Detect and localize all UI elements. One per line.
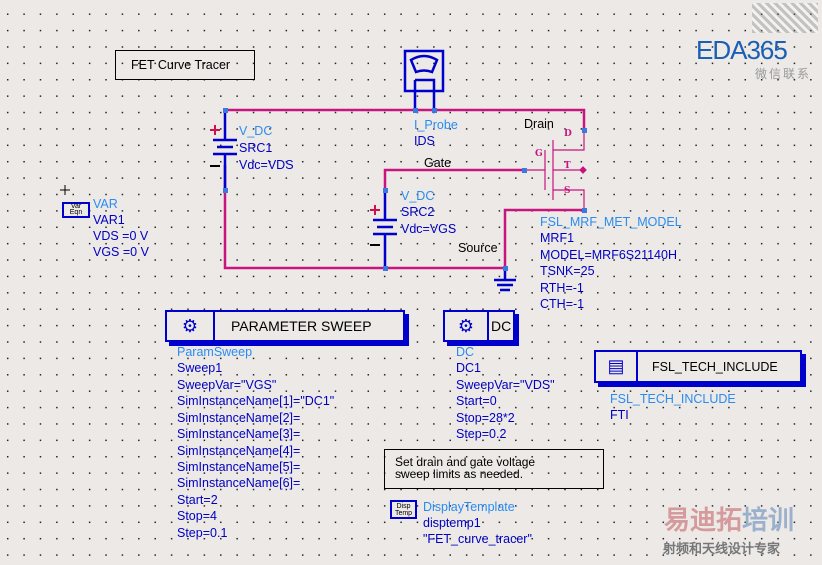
fet-param: CTH=-1	[540, 297, 585, 311]
net-drain-label: Drain	[524, 117, 554, 131]
fet-pin-s: S	[564, 186, 571, 196]
fet-name: MRF1	[540, 231, 575, 245]
param-line: Stop=28*2	[456, 410, 515, 425]
wire-gate	[383, 168, 524, 190]
display-template-value: "FET_curve_tracer"	[423, 532, 532, 546]
param-line: SimInstanceName[3]=	[177, 427, 301, 442]
src1-type: V_DC	[239, 124, 273, 138]
param-line: Stop=4	[177, 509, 217, 524]
param-line: SimInstanceName[4]=	[177, 443, 301, 458]
src2-param: Vdc=VGS	[401, 222, 457, 236]
param-line: Step=0.2	[456, 427, 507, 442]
wire-drain	[225, 108, 586, 130]
fet-pin-t: T	[564, 161, 571, 171]
var-type: VAR	[93, 197, 118, 211]
var-name: VAR1	[93, 213, 125, 227]
simulation-icon: ⚙	[445, 312, 489, 340]
net-source-label: Source	[458, 241, 498, 255]
param-sweep-name: Sweep1	[177, 361, 223, 375]
fet-param: MODEL=MRF6S21140H	[540, 248, 677, 262]
logo-text: EDA365	[696, 35, 788, 65]
fet-param: RTH=-1	[540, 281, 584, 295]
note-line: sweep limits as needed.	[395, 467, 524, 481]
dc-header: DC	[491, 318, 512, 334]
eda365-logo: EDA365	[696, 35, 788, 65]
param-line: Start=0	[456, 394, 497, 409]
param-line: Start=2	[177, 492, 218, 507]
param-sweep-header: PARAMETER SWEEP	[231, 318, 372, 334]
dc-type: DC	[456, 345, 475, 359]
note-line: Set drain and gate voltage	[395, 455, 536, 469]
note-box[interactable]: Set drain and gate voltage sweep limits …	[384, 449, 604, 489]
display-template-icon-text: Temp	[394, 510, 413, 517]
qr-code	[752, 3, 818, 33]
src2-type: V_DC	[401, 189, 435, 203]
include-file-icon: ▤	[596, 352, 638, 381]
tech-include-block[interactable]: ▤ FSL_TECH_INCLUDE	[594, 350, 802, 383]
param-line: SimInstanceName[6]=	[177, 476, 301, 491]
fet-type: FSL_MRF_MET_MODEL	[540, 215, 682, 229]
fet-symbol	[524, 130, 587, 210]
brand-watermark: 易迪拓培训	[664, 505, 794, 535]
fet-param: TSNK=25	[540, 264, 595, 278]
dc-name: DC1	[456, 361, 482, 375]
param-line: SimInstanceName[1]="DC1"	[177, 394, 335, 409]
title-box[interactable]: FET Curve Tracer	[115, 50, 255, 80]
src1-name: SRC1	[239, 141, 273, 155]
display-template-type: DisplayTemplate	[423, 500, 515, 514]
dc-block[interactable]: ⚙ DC	[443, 310, 515, 342]
tech-include-header: FSL_TECH_INCLUDE	[652, 360, 778, 374]
param-sweep-block[interactable]: ⚙ PARAMETER SWEEP	[165, 310, 405, 342]
fet-pin-g: G	[535, 149, 543, 159]
wire-src1-bottom	[223, 165, 505, 270]
tech-include-type: FSL_TECH_INCLUDE	[610, 392, 736, 406]
sweep-controller-icon: ⚙	[167, 312, 215, 340]
probe-type: I_Probe	[414, 118, 458, 132]
src2-symbol	[373, 190, 397, 268]
probe-symbol	[403, 49, 445, 110]
ground-symbol	[494, 268, 516, 292]
brand-blue: 培训	[742, 505, 795, 535]
probe-name: IDS	[414, 134, 435, 148]
src2-name: SRC2	[401, 205, 435, 219]
var-line: VDS =0 V	[93, 229, 149, 243]
net-gate-label: Gate	[424, 156, 452, 170]
src1-param: Vdc=VDS	[239, 158, 294, 172]
title-text: FET Curve Tracer	[131, 58, 231, 72]
param-line: SimInstanceName[2]=	[177, 410, 301, 425]
var-line: VGS =0 V	[93, 245, 149, 259]
fet-pin-d: D	[564, 129, 572, 139]
var-icon-text: Eqn	[69, 209, 83, 216]
param-line: SimInstanceName[5]=	[177, 460, 301, 475]
logo-sub: 微信联系	[755, 67, 812, 81]
display-template-name: disptemp1	[423, 516, 481, 530]
pin-markers	[223, 108, 587, 271]
wire-source	[503, 208, 584, 268]
var-icon-text: Var	[70, 203, 82, 210]
param-line: SweepVar="VDS"	[456, 378, 555, 392]
src1-symbol	[213, 110, 237, 190]
param-line: Step=0.1	[177, 525, 228, 540]
brand-red: 易迪拓	[664, 505, 743, 535]
param-sweep-type: ParamSweep	[177, 345, 253, 359]
param-line: SweepVar="VGS"	[177, 378, 277, 392]
tech-include-name: FTI	[610, 408, 629, 422]
brand-tagline: 射频和天线设计专家	[663, 541, 781, 556]
display-template-icon-text: Disp	[396, 503, 411, 510]
